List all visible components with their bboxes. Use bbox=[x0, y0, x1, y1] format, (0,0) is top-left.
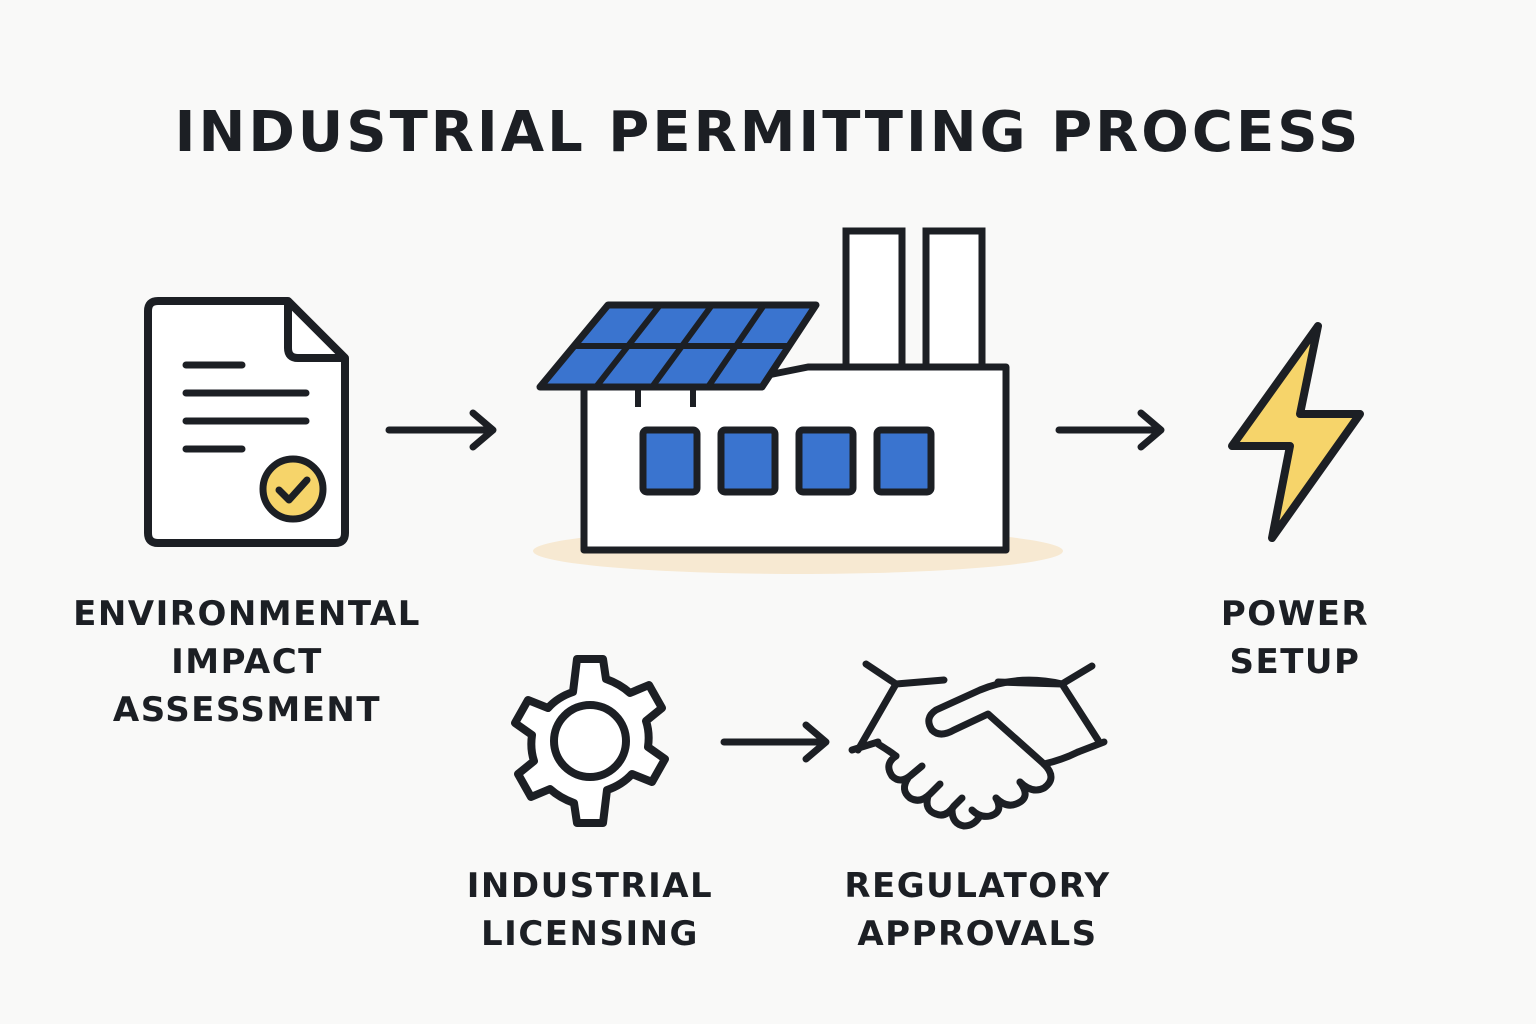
label-line: LICENSING bbox=[481, 914, 699, 954]
label-line: ENVIRONMENTAL bbox=[73, 594, 421, 634]
arrow-icon bbox=[1055, 409, 1165, 451]
label-line: REGULATORY bbox=[844, 866, 1111, 906]
handshake-icon bbox=[848, 660, 1108, 830]
label-environmental-impact-assessment: ENVIRONMENTAL IMPACT ASSESSMENT bbox=[62, 590, 432, 734]
label-industrial-licensing: INDUSTRIAL LICENSING bbox=[445, 862, 735, 958]
lightning-bolt-icon bbox=[1228, 322, 1364, 542]
solar-factory-icon bbox=[533, 227, 1063, 574]
label-regulatory-approvals: REGULATORY APPROVALS bbox=[825, 862, 1130, 958]
label-line: APPROVALS bbox=[857, 914, 1098, 954]
document-check-icon bbox=[144, 297, 349, 547]
label-line: IMPACT bbox=[171, 642, 323, 682]
label-line: INDUSTRIAL bbox=[466, 866, 714, 906]
label-line: SETUP bbox=[1229, 642, 1361, 682]
arrow-icon bbox=[385, 409, 497, 451]
label-line: ASSESSMENT bbox=[112, 690, 382, 730]
gear-icon bbox=[511, 655, 669, 827]
label-line: POWER bbox=[1220, 594, 1370, 634]
label-power-setup: POWER SETUP bbox=[1160, 590, 1430, 686]
diagram-title: INDUSTRIAL PERMITTING PROCESS bbox=[174, 100, 1362, 165]
arrow-icon bbox=[720, 721, 830, 763]
